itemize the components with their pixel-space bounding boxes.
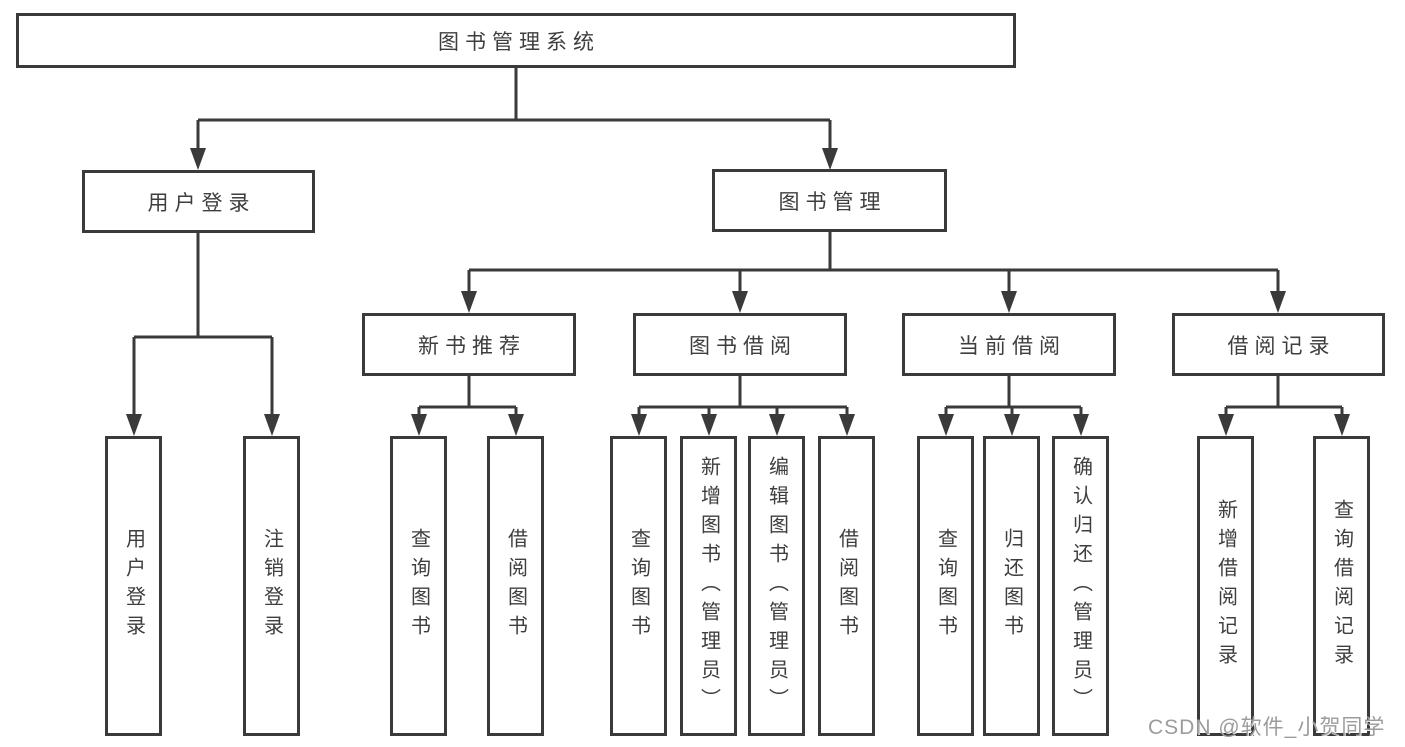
leaf-borrow-add-books-admin: 新增图书（管理员） [680,436,737,736]
node-current-borrow: 当前借阅 [902,313,1116,376]
leaf-current-query-books: 查询图书 [917,436,974,736]
node-book-management: 图书管理 [712,169,947,232]
node-new-book-recommend: 新书推荐 [362,313,576,376]
leaf-borrow-borrow-books: 借阅图书 [818,436,875,736]
leaf-current-confirm-return-admin: 确认归还（管理员） [1052,436,1109,736]
leaf-records-query-record: 查询借阅记录 [1313,436,1370,736]
leaf-current-return-books: 归还图书 [983,436,1040,736]
leaf-recommend-borrow-books: 借阅图书 [487,436,544,736]
leaf-records-add-record: 新增借阅记录 [1197,436,1254,736]
node-user-login: 用户登录 [82,170,315,233]
leaf-recommend-query-books: 查询图书 [390,436,447,736]
node-root-system: 图书管理系统 [16,13,1016,68]
node-borrow-records: 借阅记录 [1172,313,1385,376]
leaf-logout: 注销登录 [243,436,300,736]
leaf-borrow-edit-books-admin: 编辑图书（管理员） [748,436,805,736]
node-book-borrow: 图书借阅 [633,313,847,376]
leaf-user-login: 用户登录 [105,436,162,736]
leaf-borrow-query-books: 查询图书 [610,436,667,736]
arrowhead-icons [126,148,1350,436]
csdn-watermark: CSDN @软件_小贺同学 [1148,716,1386,739]
